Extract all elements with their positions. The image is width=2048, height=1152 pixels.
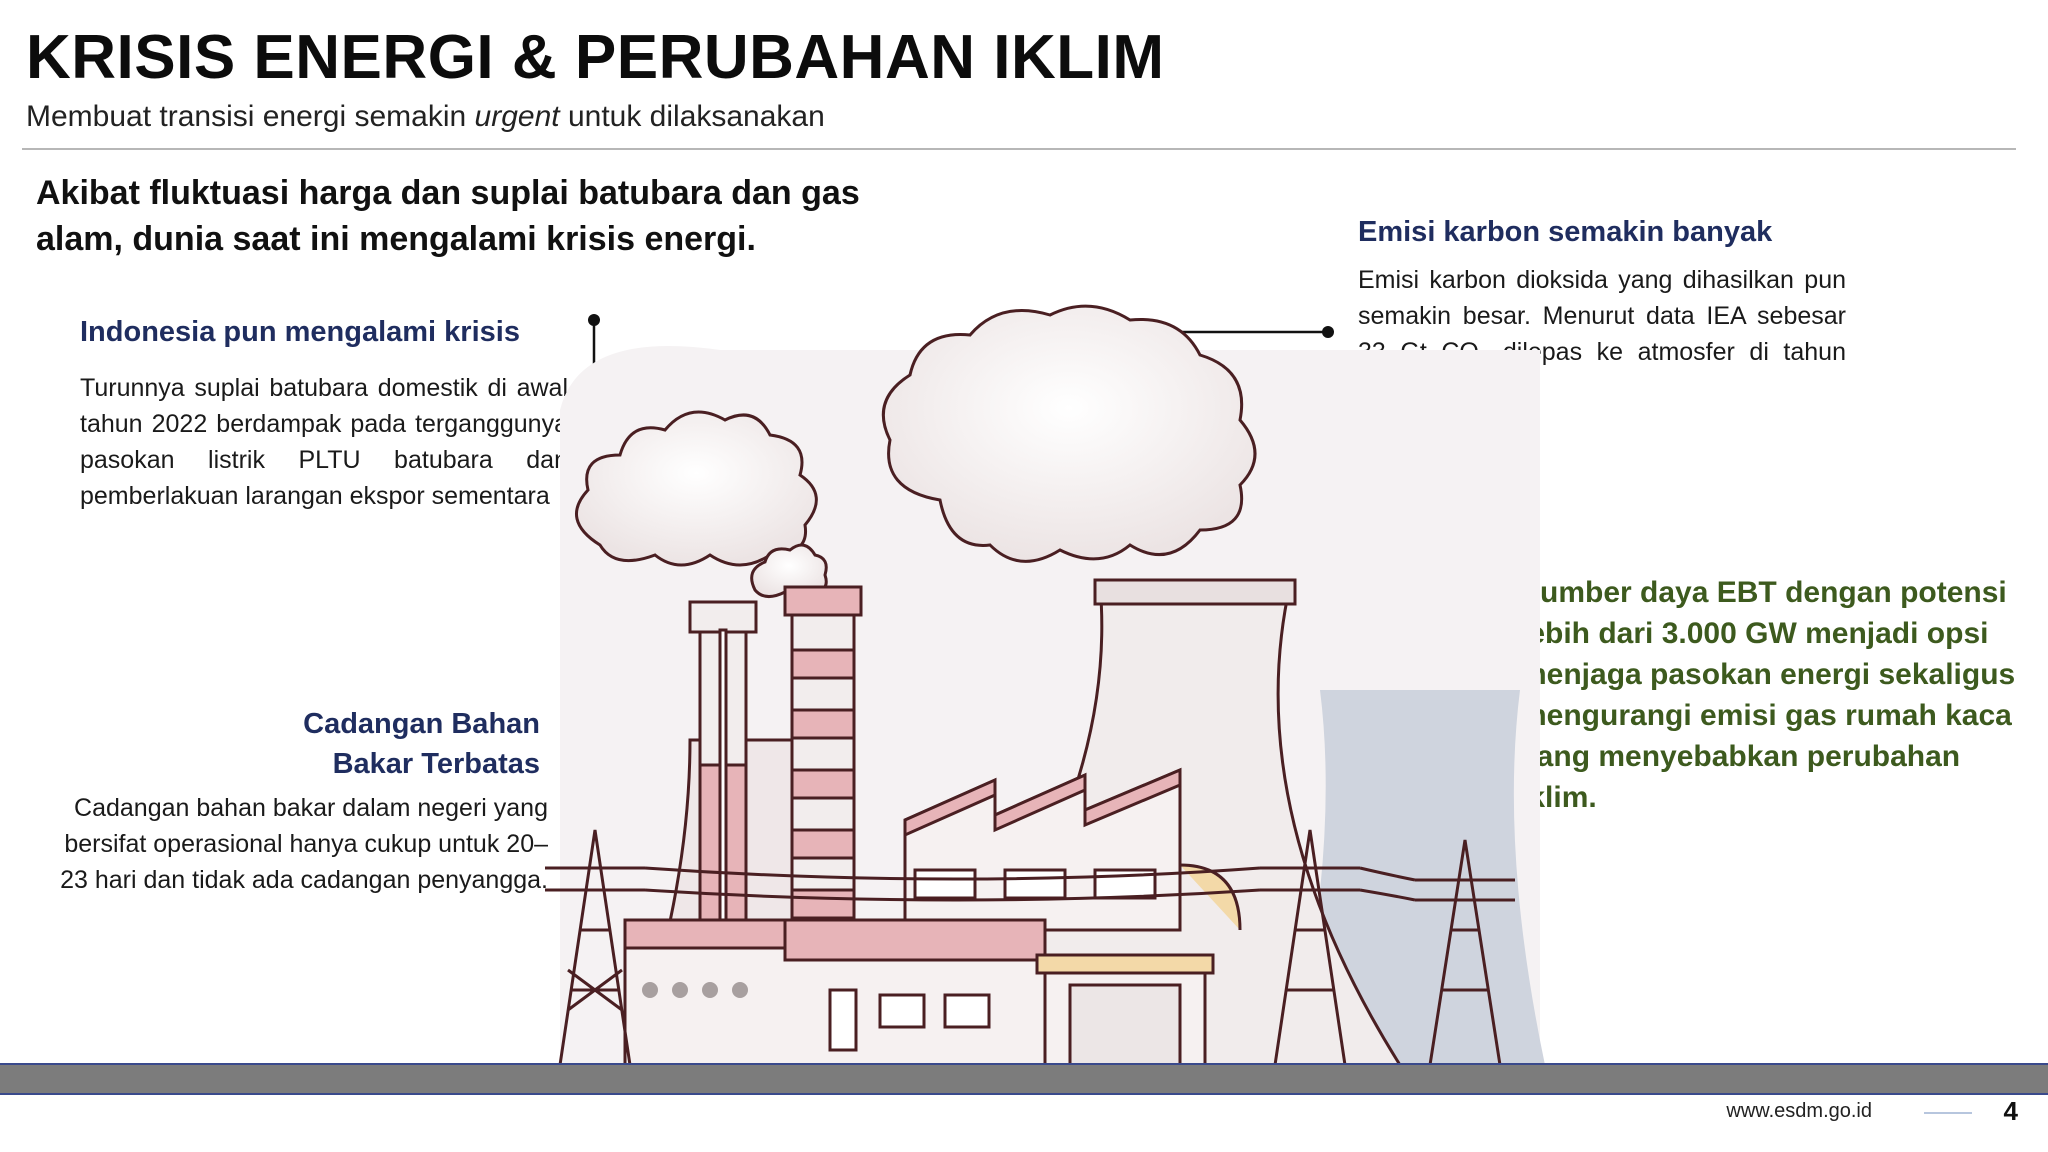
- subtitle-text-end: untuk dilaksanakan: [567, 100, 825, 133]
- header-divider: [22, 148, 2016, 150]
- headline-statement: Akibat fluktuasi harga dan suplai batuba…: [36, 174, 860, 258]
- fuel-reserve-body: Cadangan bahan bakar dalam negeri yang b…: [60, 794, 548, 894]
- boiler-port-holes: [642, 982, 748, 998]
- emission-text: Emisi karbon dioksida yang dihasilkan pu…: [1358, 266, 1846, 366]
- power-plant-illustration: [545, 304, 1545, 1067]
- subtitle-emphasis: urgent: [474, 100, 560, 133]
- smoke-clouds: [575, 304, 1257, 599]
- transmission-towers: [545, 829, 1515, 1066]
- indonesia-crisis-body: Turunnya suplai batubara domestik di awa…: [80, 374, 568, 510]
- page-number: 4: [2003, 1096, 2018, 1126]
- renewable-energy-statement: Sumber daya EBT dengan potensi lebih dar…: [1520, 576, 2016, 814]
- indonesia-crisis-heading: Indonesia pun mengalami krisis: [80, 316, 520, 348]
- subtitle-text: Membuat transisi energi semakin: [26, 100, 467, 133]
- page-subtitle: Membuat transisi energi semakin urgent u…: [26, 100, 825, 134]
- fuel-reserve-heading-line2: Bakar Terbatas: [332, 748, 540, 780]
- ground-bar: [0, 1063, 2048, 1095]
- gray-cooling-tower: [1290, 690, 1545, 1065]
- page-title: KRISIS ENERGI & PERUBAHAN IKLIM: [26, 23, 1165, 92]
- footer-divider: [1924, 1112, 1972, 1114]
- footer-url: www.esdm.go.id: [1726, 1100, 1872, 1122]
- carbon-emission-heading: Emisi karbon semakin banyak: [1358, 216, 1773, 248]
- fuel-reserve-heading-line1: Cadangan Bahan: [303, 708, 540, 740]
